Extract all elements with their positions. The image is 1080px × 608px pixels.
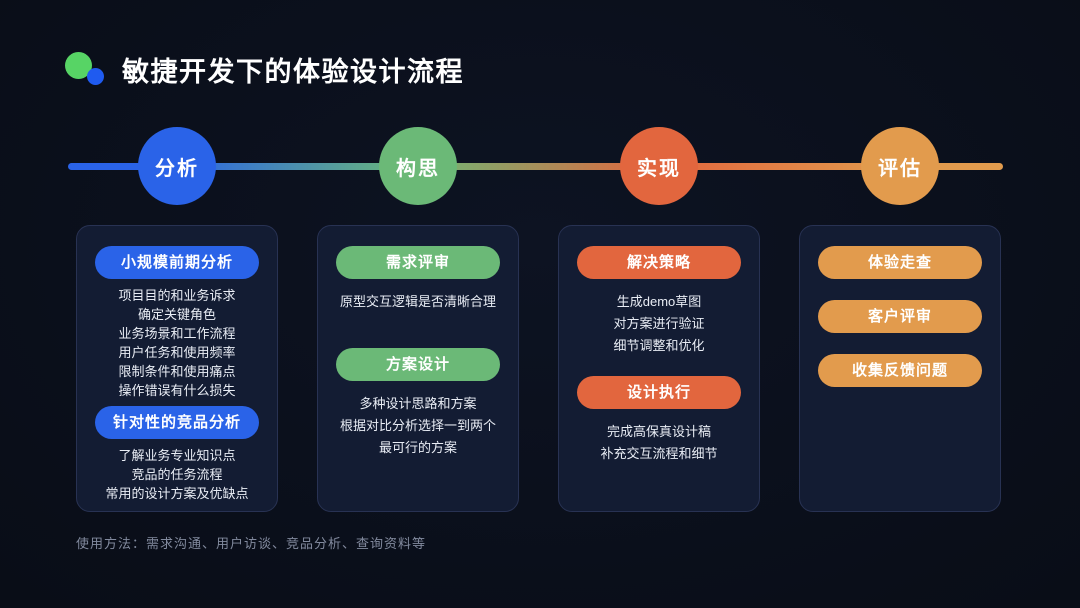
header: 敏捷开发下的体验设计流程 <box>64 48 464 90</box>
text-line: 限制条件和使用痛点 <box>118 364 236 379</box>
page-title: 敏捷开发下的体验设计流程 <box>122 56 464 87</box>
text-list: 项目目的和业务诉求确定关键角色业务场景和工作流程用户任务和使用频率限制条件和使用… <box>91 286 263 400</box>
stage-circle-ideation: 构思 <box>379 127 457 205</box>
card-analysis: 小规模前期分析项目目的和业务诉求确定关键角色业务场景和工作流程用户任务和使用频率… <box>76 225 278 512</box>
text-list: 了解业务专业知识点竞品的任务流程常用的设计方案及优缺点 <box>91 446 263 503</box>
timeline-line <box>68 163 1003 170</box>
text-line: 完成高保真设计稿 <box>606 424 711 439</box>
text-list: 完成高保真设计稿补充交互流程和细节 <box>573 421 745 465</box>
text-line: 业务场景和工作流程 <box>118 326 236 341</box>
text-line: 项目目的和业务诉求 <box>118 288 236 303</box>
text-list: 多种设计思路和方案根据对比分析选择一到两个最可行的方案 <box>332 393 504 459</box>
text-line: 原型交互逻辑是否清晰合理 <box>339 294 496 309</box>
text-line: 用户任务和使用频率 <box>118 345 236 360</box>
footer-note: 使用方法：需求沟通、用户访谈、竞品分析、查询资料等 <box>76 536 427 551</box>
stage-circle-implementation: 实现 <box>620 127 698 205</box>
text-line: 细节调整和优化 <box>613 338 705 353</box>
text-line: 生成demo草图 <box>616 294 702 309</box>
text-line: 了解业务专业知识点 <box>118 448 236 463</box>
text-line: 多种设计思路和方案 <box>359 396 477 411</box>
pill-evaluation: 体验走查 <box>818 246 982 279</box>
pill-implementation: 解决策略 <box>577 246 741 279</box>
text-line: 补充交互流程和细节 <box>600 446 718 461</box>
pill-ideation: 方案设计 <box>336 348 500 381</box>
text-line: 常用的设计方案及优缺点 <box>105 486 249 501</box>
card-ideation: 需求评审原型交互逻辑是否清晰合理方案设计多种设计思路和方案根据对比分析选择一到两… <box>317 225 519 512</box>
card-implementation: 解决策略生成demo草图对方案进行验证细节调整和优化设计执行完成高保真设计稿补充… <box>558 225 760 512</box>
card-evaluation: 体验走查客户评审收集反馈问题 <box>799 225 1001 512</box>
text-line: 操作错误有什么损失 <box>118 383 236 398</box>
text-list: 原型交互逻辑是否清晰合理 <box>332 291 504 313</box>
process-timeline: 分析 构思 实现 评估 <box>0 0 1080 220</box>
logo-icon <box>64 48 106 90</box>
text-line: 最可行的方案 <box>378 440 457 455</box>
text-list: 生成demo草图对方案进行验证细节调整和优化 <box>573 291 745 357</box>
pill-ideation: 需求评审 <box>336 246 500 279</box>
cards-row: 小规模前期分析项目目的和业务诉求确定关键角色业务场景和工作流程用户任务和使用频率… <box>76 225 1001 512</box>
text-line: 对方案进行验证 <box>613 316 705 331</box>
logo-blue-dot-icon <box>87 68 104 85</box>
pill-evaluation: 客户评审 <box>818 300 982 333</box>
stage-circle-evaluation: 评估 <box>861 127 939 205</box>
text-line: 确定关键角色 <box>137 307 216 322</box>
text-line: 竞品的任务流程 <box>131 467 223 482</box>
pill-implementation: 设计执行 <box>577 376 741 409</box>
stage-circle-analysis: 分析 <box>138 127 216 205</box>
pill-evaluation: 收集反馈问题 <box>818 354 982 387</box>
text-line: 根据对比分析选择一到两个 <box>339 418 496 433</box>
pill-analysis: 小规模前期分析 <box>95 246 259 279</box>
pill-analysis: 针对性的竞品分析 <box>95 406 259 439</box>
